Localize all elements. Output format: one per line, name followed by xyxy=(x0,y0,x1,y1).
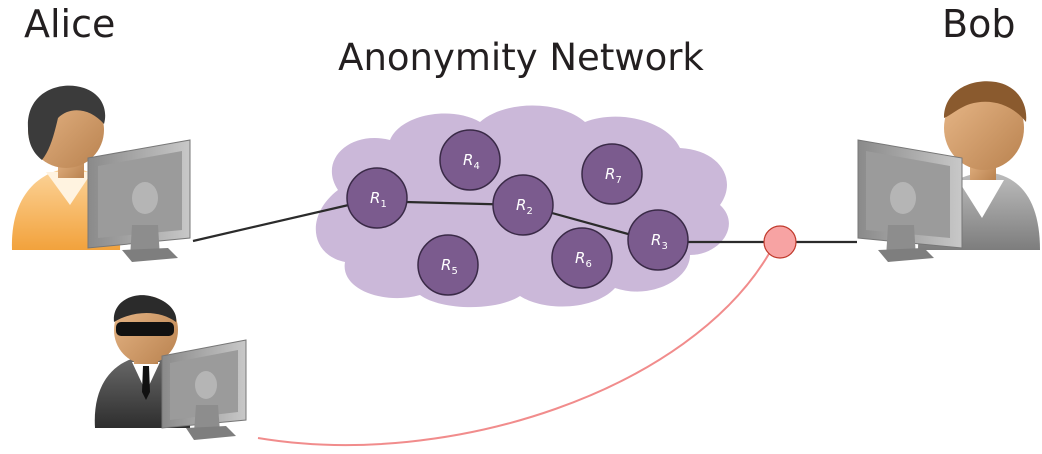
relay-node-r5: R5 xyxy=(417,234,479,296)
relay-node-r1: R1 xyxy=(346,167,408,229)
diagram-title: Anonymity Network xyxy=(338,36,704,79)
eavesdrop-line xyxy=(257,251,771,446)
alice-label: Alice xyxy=(24,2,116,46)
relay-node-r3: R3 xyxy=(627,209,689,271)
relay-node-r2: R2 xyxy=(492,174,554,236)
relay-node-r7: R7 xyxy=(581,143,643,205)
bob-label: Bob xyxy=(942,2,1016,46)
relay-node-r6: R6 xyxy=(551,227,613,289)
bob-computer-icon xyxy=(857,81,1040,262)
traffic-tap-point xyxy=(763,225,797,259)
relay-node-r4: R4 xyxy=(439,129,501,191)
alice-computer-icon xyxy=(11,85,191,262)
alice-to-r1-link xyxy=(192,199,367,243)
eavesdropper-icon xyxy=(94,295,247,440)
